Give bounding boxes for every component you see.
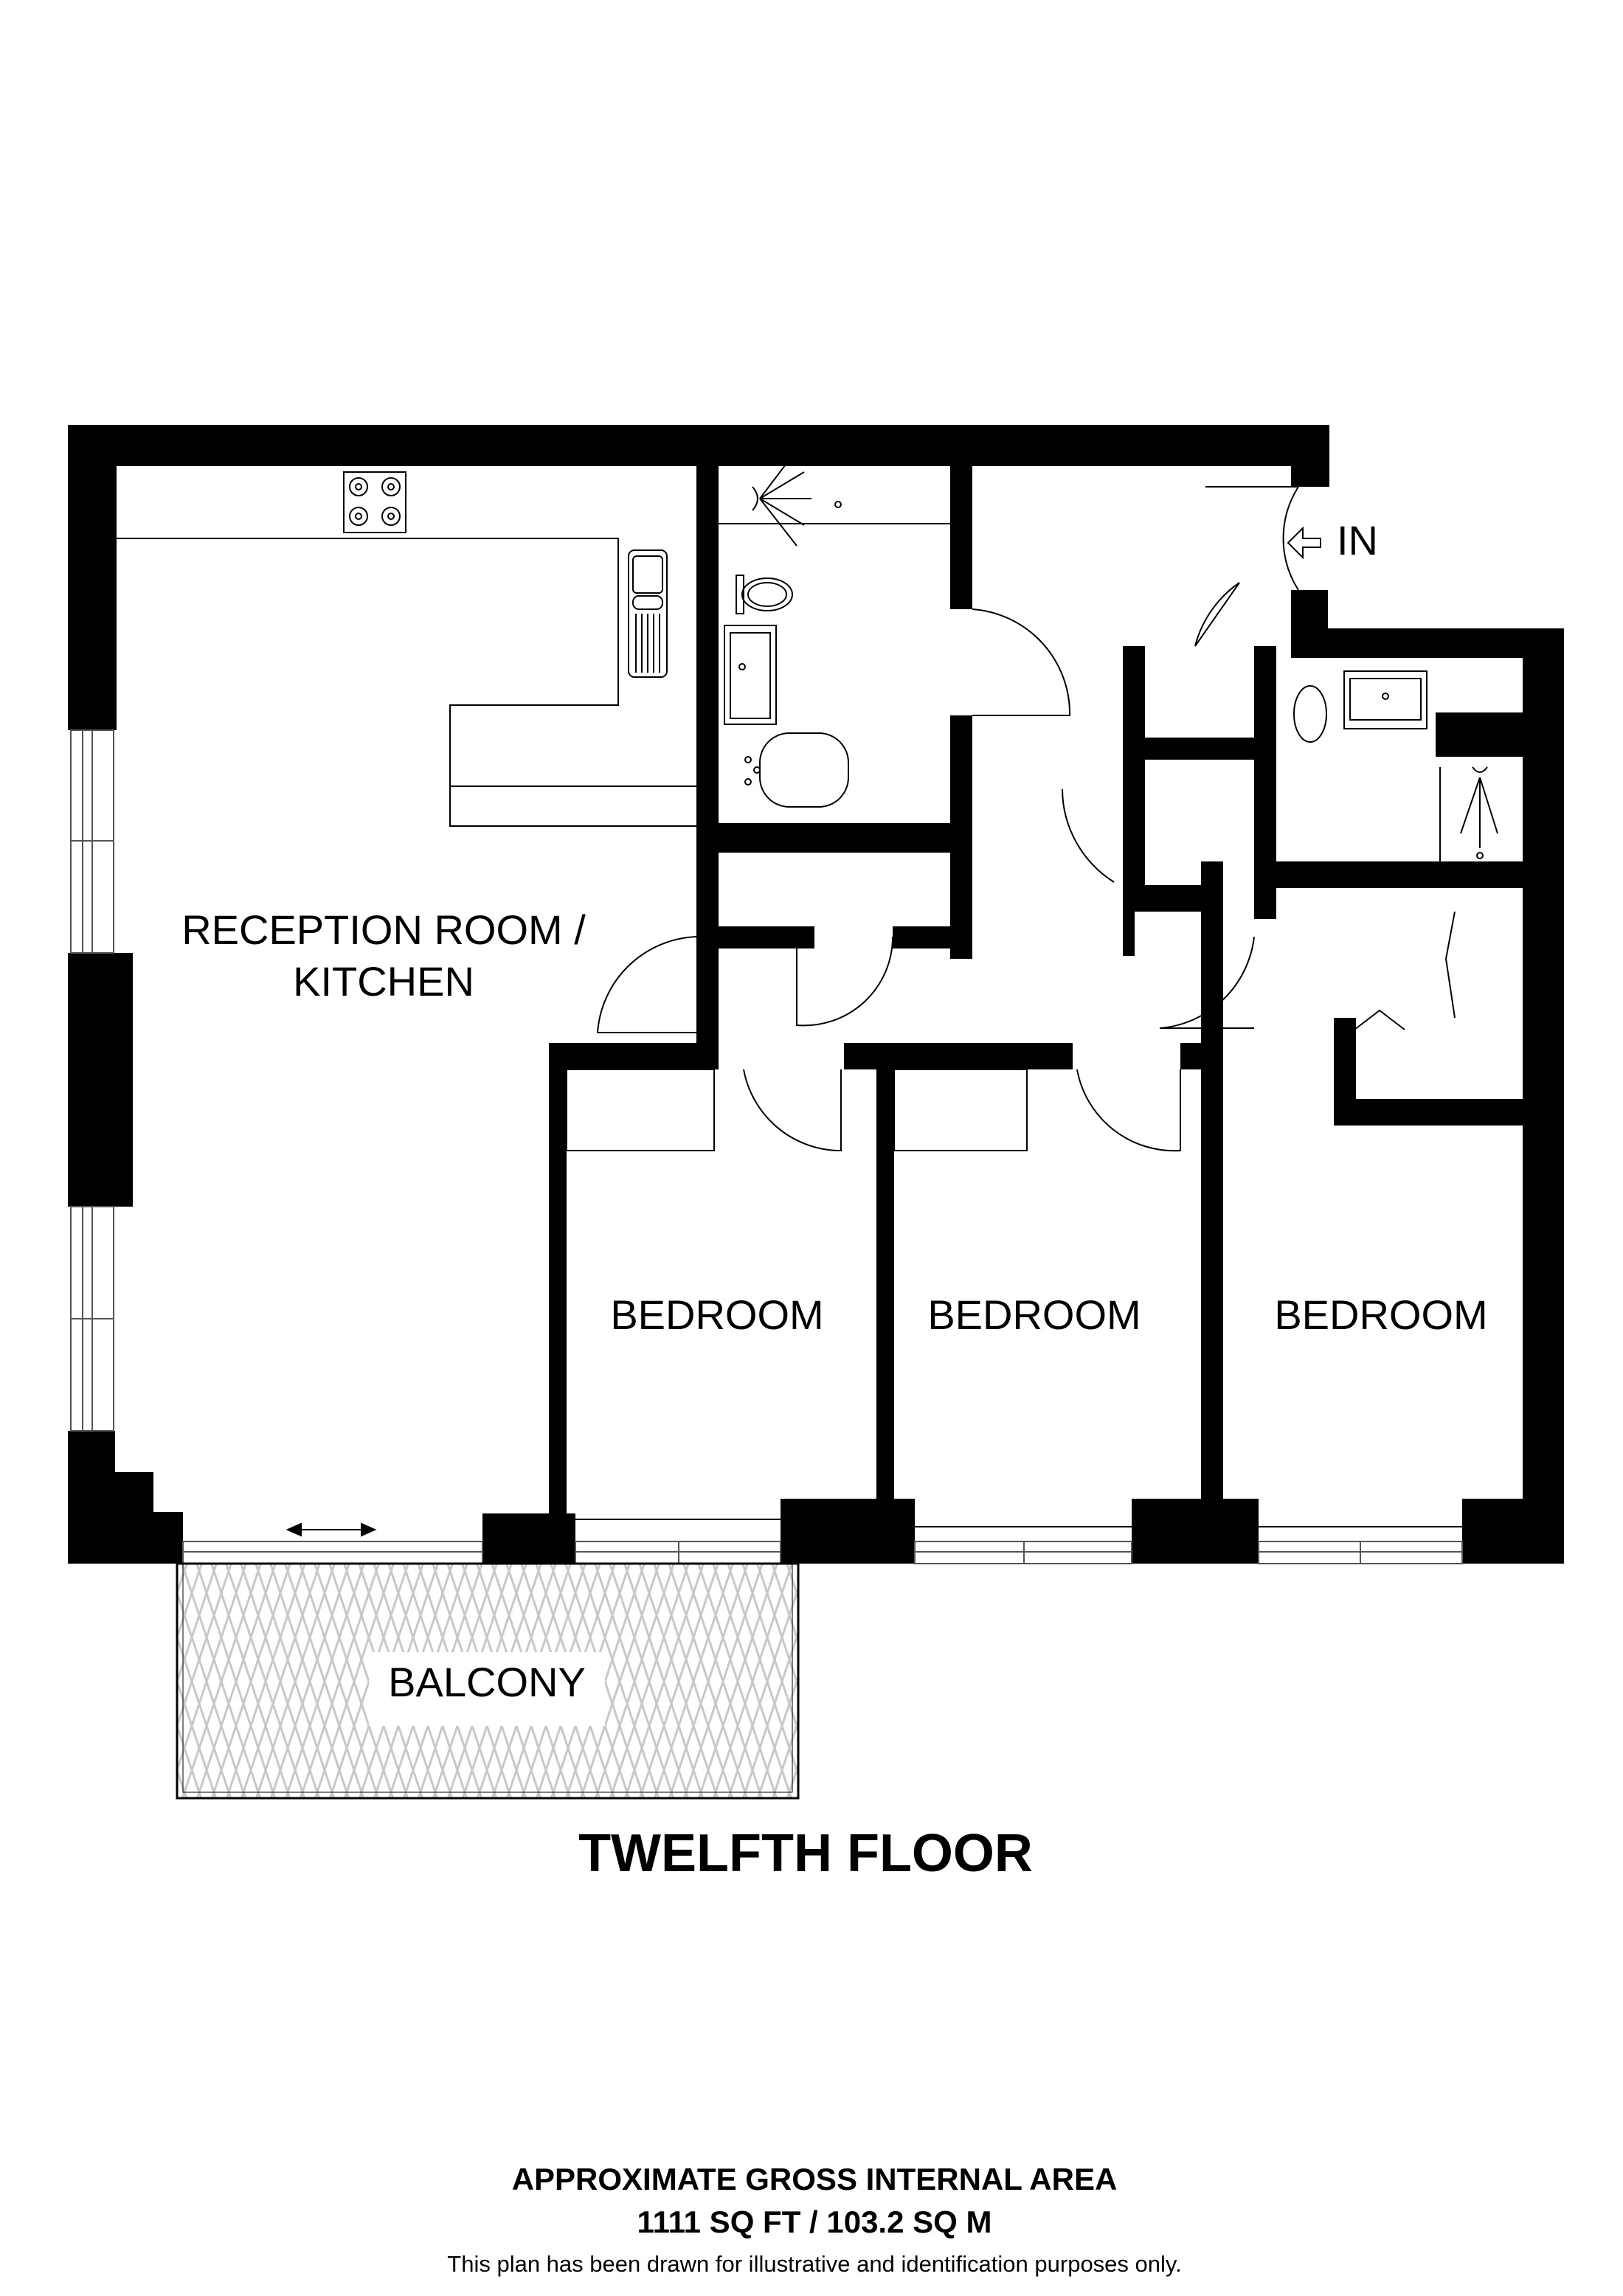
disclaimer: This plan has been drawn for illustrativ… bbox=[447, 2251, 1182, 2277]
balcony bbox=[176, 1562, 800, 1800]
floor-title: TWELFTH FLOOR bbox=[578, 1824, 1033, 1883]
hob-icon bbox=[343, 471, 406, 533]
door-swing-icon bbox=[596, 486, 1299, 1152]
entrance-arrow-icon bbox=[1287, 526, 1321, 560]
kitchen-worktops bbox=[117, 538, 696, 827]
room-label-bedroom-2: BEDROOM bbox=[927, 1291, 1141, 1338]
basin-icon bbox=[724, 625, 777, 725]
bath-icon bbox=[744, 732, 849, 808]
room-label-bedroom-3: BEDROOM bbox=[1274, 1291, 1488, 1338]
walls bbox=[68, 425, 1564, 1564]
shower-icon bbox=[719, 449, 950, 547]
room-label-balcony: BALCONY bbox=[388, 1659, 586, 1705]
sliding-door-arrow-icon bbox=[286, 1522, 377, 1537]
room-label-reception: RECEPTION ROOM / KITCHEN bbox=[181, 904, 586, 1007]
room-label-bedroom-1: BEDROOM bbox=[610, 1291, 824, 1338]
reception-label-line1: RECEPTION ROOM / bbox=[181, 906, 586, 953]
reception-label-line2: KITCHEN bbox=[293, 958, 474, 1005]
area-value: 1111 SQ FT / 103.2 SQ M bbox=[637, 2205, 992, 2239]
area-heading: APPROXIMATE GROSS INTERNAL AREA bbox=[511, 2162, 1118, 2196]
ensuite-fixtures bbox=[1293, 670, 1498, 861]
kitchen-sink-icon bbox=[628, 549, 668, 678]
windows bbox=[70, 729, 1463, 1564]
wardrobe-icon bbox=[1354, 911, 1456, 1030]
toilet-icon bbox=[736, 575, 793, 614]
entrance-label: IN bbox=[1337, 517, 1378, 563]
